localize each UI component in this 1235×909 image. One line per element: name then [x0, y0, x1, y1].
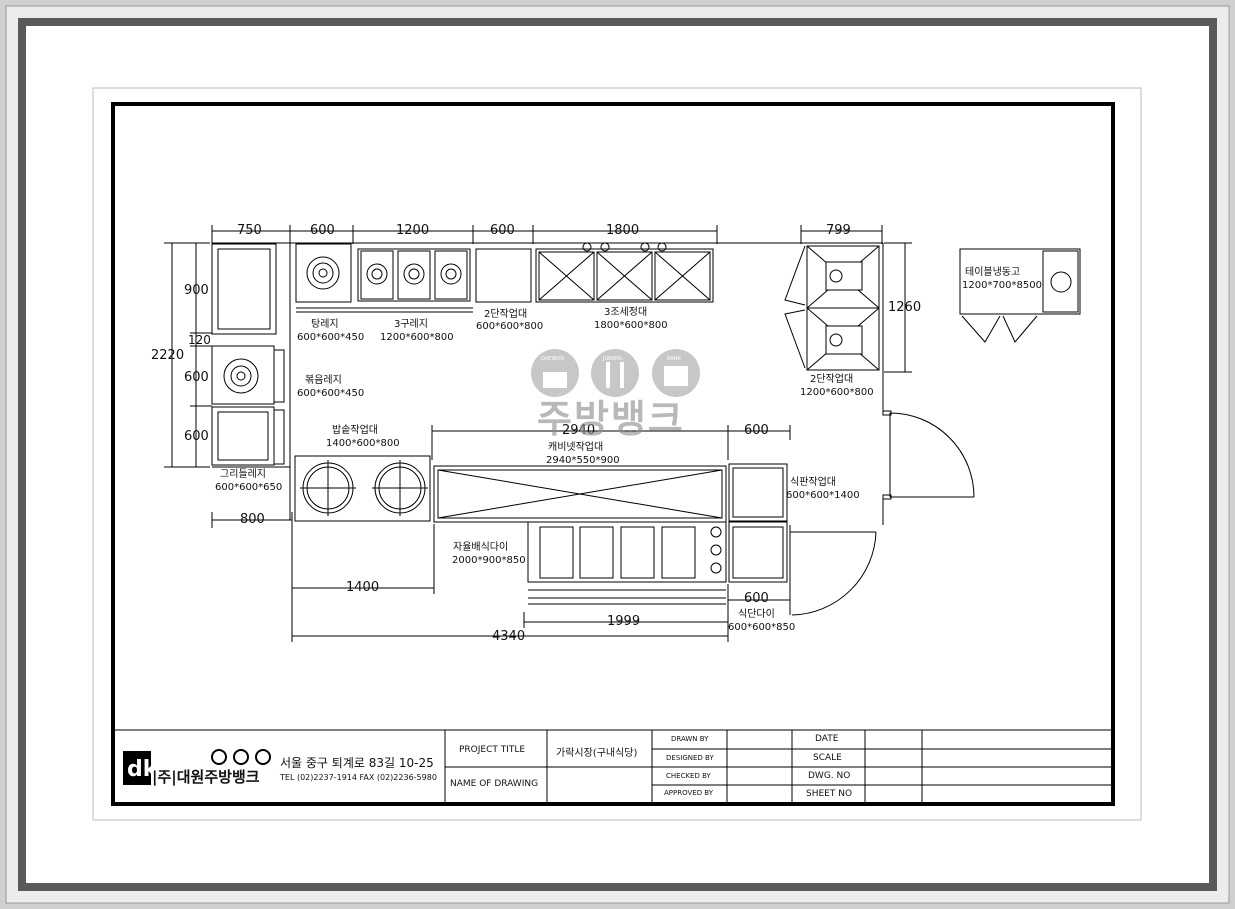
label-bainmarie-name: 자율배식다이 — [453, 542, 509, 553]
upper-left-box — [211, 243, 277, 335]
label-griddle-name: 그리들레지 — [220, 469, 266, 480]
dim-left-600b: 600 — [184, 429, 209, 444]
dim-left-120: 120 — [188, 333, 211, 347]
watermark-text: 주방뱅크 — [537, 397, 685, 441]
single-range — [295, 243, 352, 303]
label-table2b-spec: 1200*600*800 — [800, 387, 874, 398]
watermark-sub-1: DAEWON — [541, 356, 564, 362]
label-range3-name: 3구레지 — [394, 319, 428, 330]
label-table2b-name: 2단작업대 — [810, 374, 854, 385]
dwg-no-label: DWG. NO — [808, 771, 851, 781]
drawn-by-label: DRAWN BY — [671, 735, 709, 743]
company-logo — [123, 749, 271, 785]
dim-800: 800 — [240, 512, 265, 527]
project-title: 가락시장(구내식당) — [556, 748, 638, 759]
watermark-sub-2: JUBANG — [603, 356, 623, 362]
dim-left-600: 600 — [184, 370, 209, 385]
name-of-drawing-label: NAME OF DRAWING — [450, 779, 539, 789]
logo-mark: dk — [127, 757, 158, 782]
top-dimension-line — [211, 225, 883, 244]
label-tray-table-spec: 600*600*1400 — [786, 490, 860, 501]
burner-icon — [306, 256, 340, 290]
checked-by-label: CHECKED BY — [666, 772, 711, 780]
dim-top-1800: 1800 — [606, 223, 640, 238]
bottom-dimension-lines — [211, 425, 791, 642]
dim-600a: 600 — [744, 423, 769, 438]
dim-4340: 4340 — [492, 629, 526, 644]
rice-cooker-table — [294, 455, 431, 522]
title-block — [115, 729, 1111, 803]
label-tray-stand-spec: 600*600*850 — [728, 622, 796, 633]
label-range-single-spec: 600*600*450 — [297, 332, 365, 343]
company-name: |주|대원주방뱅크 — [152, 768, 260, 786]
right-dimension-line — [884, 242, 912, 373]
label-range3-spec: 1200*600*800 — [380, 332, 454, 343]
project-title-label: PROJECT TITLE — [459, 745, 526, 755]
self-serve-counter — [527, 521, 727, 583]
label-freezer-name: 테이블냉동고 — [965, 267, 1021, 278]
watermark-sub-3: BANK — [667, 356, 681, 362]
burner-icon — [403, 263, 425, 285]
dim-top-750: 750 — [237, 223, 262, 238]
dim-left-2220: 2220 — [151, 348, 185, 363]
upper-left-box-inner — [217, 248, 271, 330]
burner-icon-core — [318, 268, 328, 278]
tray-stand — [728, 521, 788, 583]
label-stir-name: 볶음레지 — [305, 375, 342, 386]
burner-icon — [223, 358, 259, 394]
three-bowl-sink — [535, 248, 714, 303]
dim-top-600b: 600 — [490, 223, 515, 238]
burner-icon — [440, 263, 462, 285]
label-table2a-spec: 600*600*800 — [476, 321, 544, 332]
sheet-no-label: SHEET NO — [806, 789, 853, 799]
date-label: DATE — [815, 734, 839, 744]
dim-1400: 1400 — [346, 580, 380, 595]
label-rice-name: 밥솥작업대 — [332, 425, 378, 436]
watermark — [531, 349, 700, 397]
dim-top-1200: 1200 — [396, 223, 430, 238]
label-sink-spec: 1800*600*800 — [594, 320, 668, 331]
three-burner-range — [357, 248, 471, 302]
label-rice-spec: 1400*600*800 — [326, 438, 400, 449]
dim-left-900: 900 — [184, 283, 209, 298]
tray-table — [728, 463, 788, 522]
designed-by-label: DESIGNED BY — [666, 754, 714, 762]
label-cabinet-spec: 2940*550*900 — [546, 455, 620, 466]
left-dimension-line — [164, 242, 212, 468]
label-cabinet-name: 캐비넷작업대 — [548, 442, 604, 453]
work-table-2tier — [475, 248, 532, 303]
label-range-single-name: 탕레지 — [311, 319, 339, 330]
scale-label: SCALE — [813, 753, 842, 763]
dim-top-600: 600 — [310, 223, 335, 238]
dim-2940: 2940 — [562, 423, 596, 438]
dim-600b: 600 — [744, 591, 769, 606]
dim-1999: 1999 — [607, 614, 641, 629]
label-tray-stand-name: 식단다이 — [738, 609, 775, 620]
dim-right-799: 799 — [826, 223, 851, 238]
label-tray-table-name: 식판작업대 — [790, 477, 836, 488]
label-sink-name: 3조세정대 — [604, 307, 648, 318]
door-right — [882, 410, 975, 500]
label-bainmarie-spec: 2000*900*850 — [452, 555, 526, 566]
dim-right-1260: 1260 — [888, 300, 922, 315]
label-stir-spec: 600*600*450 — [297, 388, 365, 399]
right-work-table-lower — [806, 307, 880, 371]
approved-by-label: APPROVED BY — [664, 789, 714, 797]
company-tel: TEL (02)2237-1914 FAX (02)2236-5980 — [280, 773, 437, 782]
label-freezer-spec: 1200*700*8500 — [962, 280, 1042, 291]
burner-icon-inner — [312, 262, 334, 284]
burner-icon — [366, 263, 388, 285]
drawing-border — [111, 102, 1115, 806]
label-table2a-name: 2단작업대 — [484, 309, 528, 320]
company-address: 서울 중구 퇴계로 83길 10-25 — [280, 756, 434, 770]
label-griddle-spec: 600*600*650 — [215, 482, 283, 493]
table-freezer — [959, 248, 1081, 315]
